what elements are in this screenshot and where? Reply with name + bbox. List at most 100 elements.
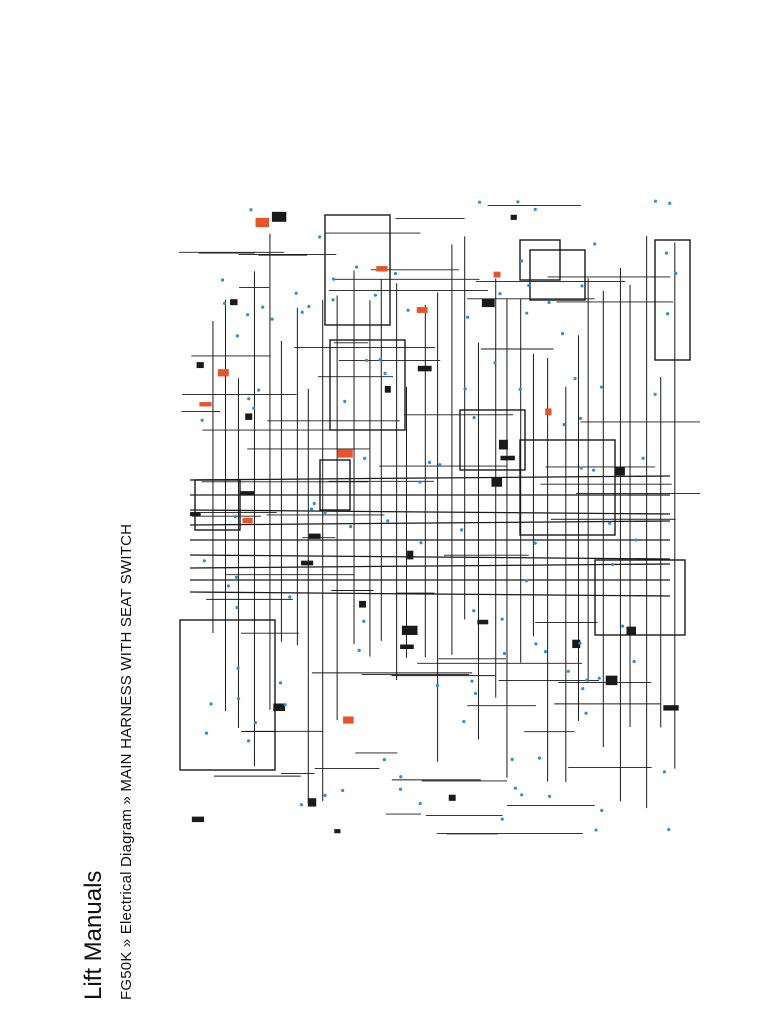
connector-block <box>196 362 204 369</box>
junction-marker <box>393 271 397 276</box>
junction-marker <box>427 460 432 464</box>
junction-marker <box>472 609 476 613</box>
junction-marker <box>341 788 345 793</box>
wiring-diagram <box>178 199 700 835</box>
junction-marker <box>585 678 589 682</box>
junction-marker <box>349 525 353 529</box>
junction-marker <box>516 200 520 204</box>
harness-wire <box>189 520 671 526</box>
junction-marker <box>594 828 598 832</box>
junction-marker <box>209 702 213 706</box>
junction-marker <box>537 756 542 760</box>
connector-block <box>545 408 552 416</box>
page-header: Lift Manuals FG50K » Electrical Diagram … <box>80 524 136 1000</box>
junction-marker <box>309 507 314 511</box>
junction-marker <box>318 235 322 239</box>
connector-block <box>605 675 618 686</box>
junction-marker <box>472 416 476 420</box>
junction-marker <box>252 406 256 410</box>
junction-marker <box>581 686 585 691</box>
connector-block <box>400 644 414 650</box>
junction-marker <box>519 259 524 263</box>
junction-marker <box>382 757 386 762</box>
connector-block <box>401 625 418 635</box>
junction-marker <box>578 416 583 420</box>
brand-title[interactable]: Lift Manuals <box>80 870 107 1000</box>
junction-marker <box>246 739 251 743</box>
connector-block <box>498 439 508 450</box>
junction-marker <box>200 418 204 422</box>
junction-marker <box>249 208 253 212</box>
junction-marker <box>520 793 524 797</box>
junction-marker <box>525 311 529 315</box>
connector-block <box>273 703 286 712</box>
junction-marker <box>477 200 482 204</box>
component-outline <box>654 239 691 361</box>
breadcrumb-item-model[interactable]: FG50K <box>118 951 135 1000</box>
junction-marker <box>235 334 239 338</box>
junction-marker <box>527 283 531 288</box>
connector-block <box>343 716 354 724</box>
junction-marker <box>220 278 225 282</box>
junction-marker <box>621 624 625 628</box>
junction-marker <box>261 305 265 309</box>
harness-wire <box>189 591 671 597</box>
junction-marker <box>510 757 514 761</box>
junction-marker <box>547 794 552 798</box>
junction-marker <box>566 669 570 673</box>
connector-block <box>384 385 391 393</box>
junction-marker <box>462 719 466 724</box>
connector-block <box>245 413 253 420</box>
junction-marker <box>257 388 261 392</box>
junction-marker <box>534 642 538 646</box>
connector-block <box>572 639 581 649</box>
component-outline <box>594 559 686 636</box>
connector-block <box>626 626 637 636</box>
connector-block <box>500 455 515 461</box>
junction-marker <box>288 595 292 599</box>
junction-marker <box>378 358 382 362</box>
component-outline <box>319 459 351 511</box>
junction-marker <box>247 397 251 401</box>
connector-block <box>240 491 255 496</box>
junction-marker <box>668 201 672 205</box>
junction-marker <box>307 304 311 309</box>
junction-marker <box>641 456 645 460</box>
connector-block <box>191 816 205 823</box>
breadcrumb-item-page: MAIN HARNESS WITH SEAT SWITCH <box>118 523 135 792</box>
connector-block <box>615 466 625 476</box>
harness-wire <box>189 554 671 560</box>
junction-marker <box>354 265 359 269</box>
junction-marker <box>493 361 497 365</box>
junction-marker <box>513 786 517 790</box>
junction-marker <box>204 731 209 735</box>
junction-marker <box>357 648 361 652</box>
junction-marker <box>578 641 582 645</box>
junction-marker <box>236 696 241 701</box>
junction-marker <box>524 579 529 583</box>
breadcrumb-item-category[interactable]: Electrical Diagram <box>118 808 135 935</box>
component-outline <box>194 479 241 531</box>
junction-marker <box>323 793 327 797</box>
wiring-diagram-wires <box>178 204 700 835</box>
junction-marker <box>599 385 604 389</box>
connector-block <box>359 600 366 608</box>
breadcrumb-separator: » <box>118 934 135 952</box>
junction-marker <box>331 298 335 302</box>
junction-marker <box>246 313 250 317</box>
junction-marker <box>579 466 583 470</box>
connector-block <box>199 402 212 407</box>
connector-block <box>491 477 503 487</box>
junction-marker <box>226 584 231 588</box>
junction-marker <box>234 575 239 579</box>
junction-marker <box>543 650 548 654</box>
junction-marker <box>533 207 537 211</box>
junction-marker <box>465 315 470 319</box>
junction-marker <box>253 721 258 725</box>
junction-marker <box>634 538 638 542</box>
connector-block <box>307 798 317 807</box>
junction-marker <box>270 317 274 321</box>
junction-marker <box>608 521 612 525</box>
component-outline <box>324 214 391 326</box>
junction-marker <box>399 775 403 779</box>
